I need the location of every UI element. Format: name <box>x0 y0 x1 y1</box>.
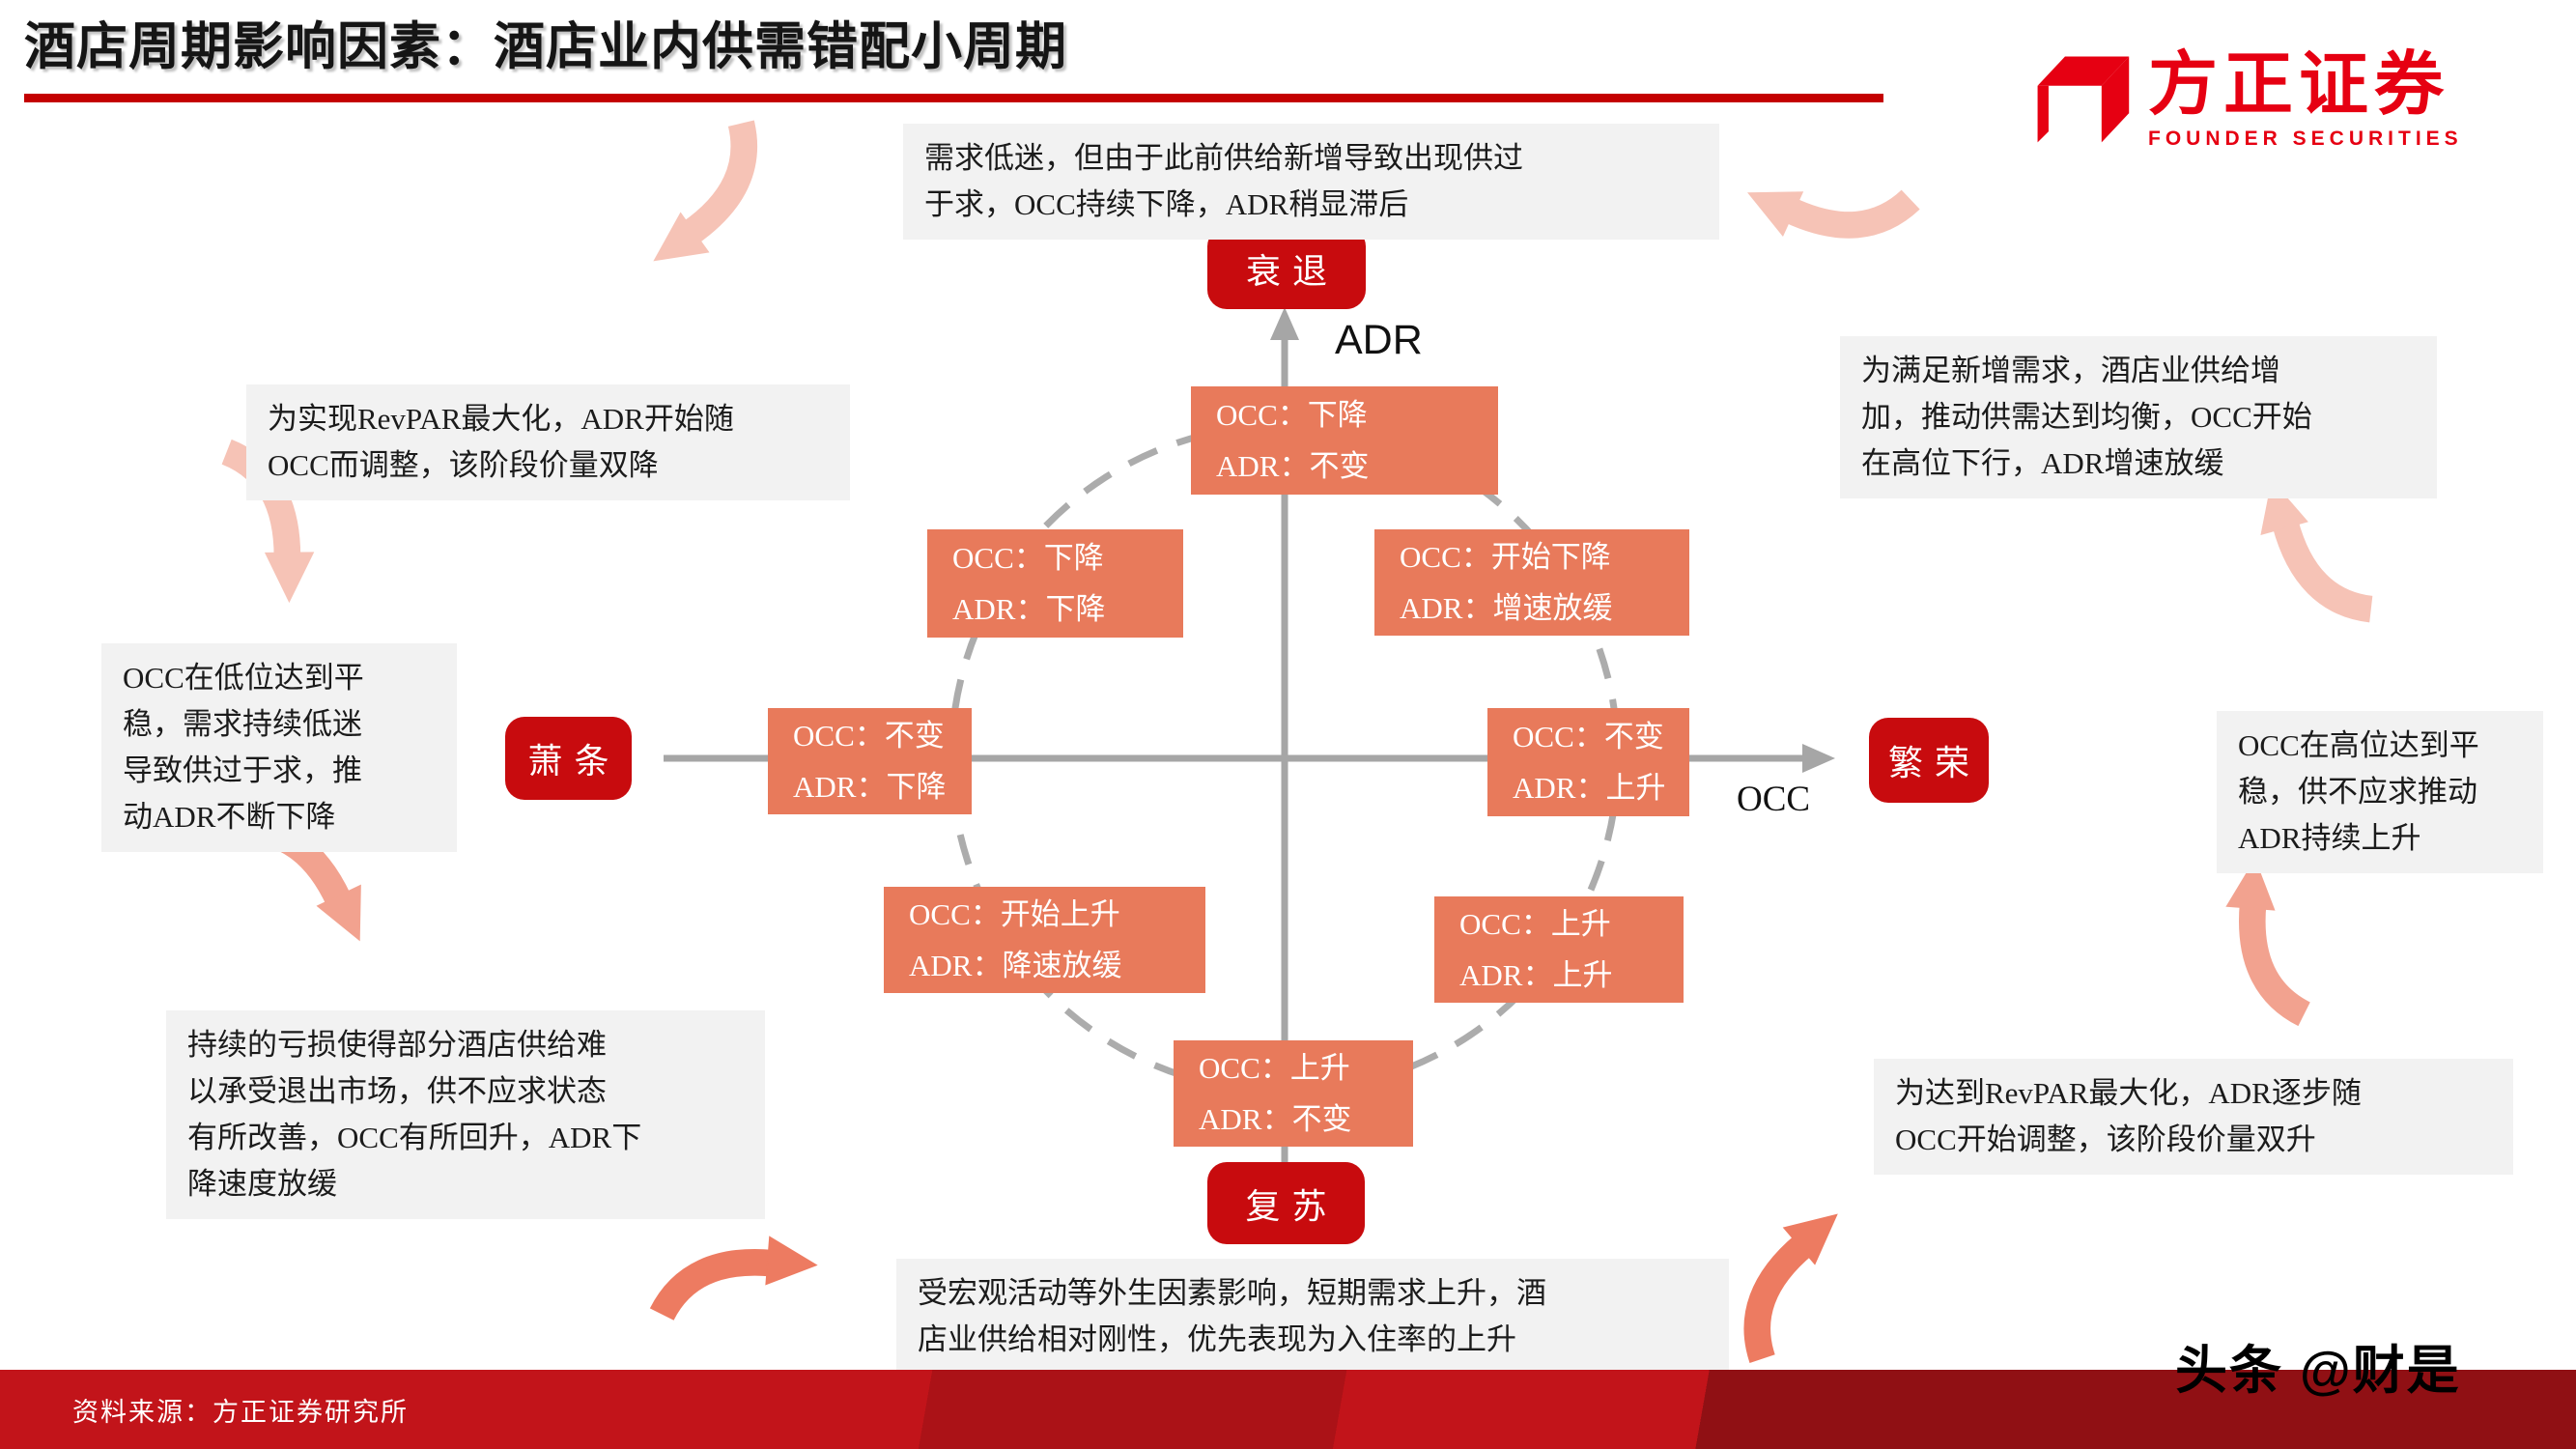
annotation-bottom-right: 为达到RevPAR最大化，ADR逐步随 OCC开始调整，该阶段价量双升 <box>1874 1059 2513 1176</box>
state-line: OCC：开始上升 <box>909 896 1120 931</box>
watermark: 头条 @财是 <box>2175 1342 2461 1400</box>
state-line: ADR：上升 <box>1513 771 1666 805</box>
annotation-right: OCC在高位达到平 稳，供不应求推动 ADR持续上升 <box>2217 711 2543 874</box>
state-line: OCC：下降 <box>952 540 1104 575</box>
state-line: OCC：不变 <box>1513 719 1664 753</box>
state-line: OCC：开始下降 <box>1400 539 1611 574</box>
annotation-top-left: 为实现RevPAR最大化，ADR开始随 OCC而调整，该阶段价量双降 <box>246 384 850 501</box>
state-line: ADR：不变 <box>1199 1102 1352 1136</box>
state-line: OCC：上升 <box>1459 906 1611 941</box>
state-box-upper-right: OCC：开始下降 ADR：增速放缓 <box>1374 529 1689 636</box>
state-line: ADR：不变 <box>1216 449 1370 483</box>
state-line: ADR：下降 <box>793 770 947 804</box>
state-line: ADR：上升 <box>1459 958 1613 992</box>
occ-axis-arrowhead <box>1802 744 1835 773</box>
annotation-top-right: 为满足新增需求，酒店业供给增 加，推动供需达到均衡，OCC开始 在高位下行，AD… <box>1840 336 2437 499</box>
pink-arrow-top-right <box>1739 128 1911 282</box>
founder-cube-icon <box>2037 56 2130 143</box>
annotation-bottom: 受宏观活动等外生因素影响，短期需求上升，酒 店业供给相对刚性，优先表现为入住率的… <box>896 1259 1729 1376</box>
pink-arrow-right-lower <box>2211 856 2330 1014</box>
brand-logo: 方正证券 FOUNDER SECURITIES <box>2030 50 2463 151</box>
pink-arrow-bottom-left <box>662 1221 820 1340</box>
state-line: OCC：下降 <box>1216 397 1368 432</box>
state-line: OCC：不变 <box>793 718 945 753</box>
state-box-lower-left: OCC：开始上升 ADR：降速放缓 <box>884 887 1205 993</box>
occ-axis-label: OCC <box>1737 780 1811 819</box>
state-box-top: OCC：下降 ADR：不变 <box>1191 386 1498 495</box>
footer-bar: 资料来源：方正证券研究所 <box>0 1370 2576 1449</box>
adr-axis-arrowhead <box>1270 307 1299 340</box>
state-box-lower-right: OCC：上升 ADR：上升 <box>1434 896 1684 1003</box>
state-line: ADR：下降 <box>952 592 1106 626</box>
state-line: OCC：上升 <box>1199 1050 1350 1085</box>
state-box-left: OCC：不变 ADR：下降 <box>768 708 972 814</box>
annotation-bottom-left: 持续的亏损使得部分酒店供给难 以承受退出市场，供不应求状态 有所改善，OCC有所… <box>166 1010 765 1220</box>
state-box-right: OCC：不变 ADR：上升 <box>1487 708 1689 816</box>
state-line: ADR：降速放缓 <box>909 949 1122 982</box>
brand-text: 方正证券 FOUNDER SECURITIES <box>2148 50 2463 151</box>
pink-arrow-bottom-right <box>1708 1199 1880 1359</box>
stage-recovery: 复苏 <box>1207 1162 1365 1244</box>
brand-name: 方正证券 <box>2148 46 2450 124</box>
pink-arrow-top-left <box>616 124 788 278</box>
source-note: 资料来源：方正证券研究所 <box>72 1397 409 1427</box>
title-underline <box>24 94 1883 102</box>
stage-recession: 衰退 <box>1207 227 1366 309</box>
state-line: ADR：增速放缓 <box>1400 591 1613 625</box>
adr-axis-label: ADR <box>1335 317 1423 363</box>
brand-subtitle: FOUNDER SECURITIES <box>2148 128 2463 150</box>
state-box-upper-left: OCC：下降 ADR：下降 <box>927 529 1183 638</box>
stage-prosperity: 繁荣 <box>1869 718 1989 803</box>
annotation-top: 需求低迷，但由于此前供给新增导致出现供过 于求，OCC持续下降，ADR稍显滞后 <box>903 124 1719 241</box>
annotation-left: OCC在低位达到平 稳，需求持续低迷 导致供过于求，推 动ADR不断下降 <box>101 643 457 853</box>
page-title: 酒店周期影响因素：酒店业内供需错配小周期 <box>24 18 1067 75</box>
state-box-bottom: OCC：上升 ADR：不变 <box>1174 1040 1413 1147</box>
stage-depression: 萧条 <box>505 717 632 800</box>
